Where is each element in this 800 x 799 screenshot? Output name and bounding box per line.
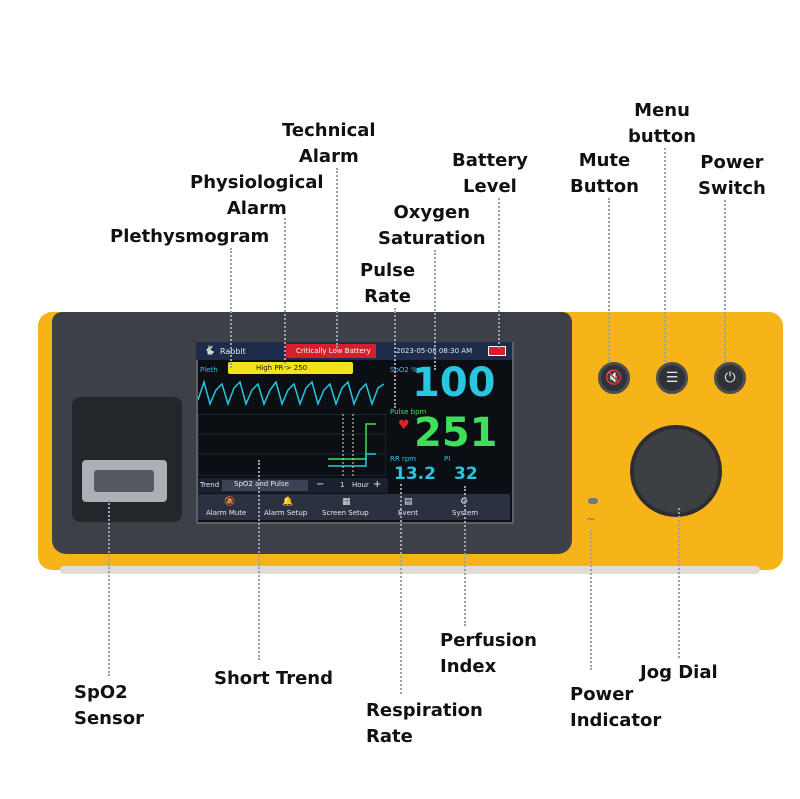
label-power-switch-line1: Power — [700, 152, 764, 173]
label-plethysmogram: Plethysmogram — [110, 226, 270, 247]
soft-button-alarm-mute[interactable]: Alarm Mute — [206, 509, 247, 517]
label-spo2-sensor-line1: SpO2 — [74, 682, 128, 703]
technical-alarm-banner — [286, 344, 376, 358]
plethysmogram-waveform — [198, 379, 384, 407]
label-mute-button: Mute Button — [570, 148, 639, 200]
label-jog-dial: Jog Dial — [640, 662, 718, 683]
physiological-alarm-text: High PR > 250 — [256, 364, 308, 372]
label-technical-alarm-line2: Alarm — [298, 146, 359, 167]
leader-pulse-rate — [394, 308, 396, 408]
label-respiration-rate: Respiration Rate — [366, 698, 483, 750]
label-physiological-alarm-line2: Alarm — [226, 198, 287, 219]
leader-technical-alarm — [336, 168, 338, 348]
label-power-indicator-line2: Indicator — [570, 710, 662, 731]
battery-icon — [488, 346, 506, 356]
menu-icon: ☰ — [665, 370, 679, 386]
power-switch[interactable]: ⏻ — [714, 362, 746, 394]
trend-increase-button[interactable]: + — [373, 479, 382, 490]
label-power-switch-line2: Switch — [698, 178, 766, 199]
power-icon: ⏻ — [724, 370, 736, 386]
label-perfusion-index: Perfusion Index — [440, 628, 537, 680]
patient-type: Rabbit — [220, 347, 246, 356]
soft-button-alarm-setup[interactable]: Alarm Setup — [264, 509, 308, 517]
label-perfusion-index-line1: Perfusion — [440, 630, 537, 651]
label-pulse-rate: Pulse Rate — [360, 258, 415, 310]
label-physiological-alarm: Physiological Alarm — [190, 170, 324, 222]
label-physiological-alarm-line1: Physiological — [190, 172, 324, 193]
soft-button-screen-setup[interactable]: Screen Setup — [322, 509, 369, 517]
label-technical-alarm: Technical Alarm — [282, 118, 376, 170]
label-respiration-rate-line1: Respiration — [366, 700, 483, 721]
label-power-indicator-line1: Power — [570, 684, 634, 705]
rr-label: RR rpm — [390, 455, 417, 463]
label-power-switch: Power Switch — [698, 150, 766, 202]
label-battery-level-line2: Level — [463, 176, 517, 197]
menu-button[interactable]: ☰ — [656, 362, 688, 394]
trend-hours: 1 — [340, 481, 345, 489]
label-perfusion-index-line2: Index — [440, 656, 497, 677]
label-oxygen-saturation-line1: Oxygen — [393, 202, 471, 223]
label-pulse-rate-line1: Pulse — [360, 260, 416, 281]
trend-label: Trend — [200, 481, 220, 489]
ac-power-icon: ~ — [586, 512, 597, 526]
patient-icon: 🐇 — [204, 346, 216, 356]
label-spo2-sensor: SpO2 Sensor — [74, 680, 144, 732]
leader-battery-level — [498, 198, 500, 348]
mute-icon: 🔇 — [605, 370, 623, 386]
rr-value: 13.2 — [394, 464, 436, 484]
soft-button-bar — [198, 494, 510, 520]
label-spo2-sensor-line2: Sensor — [74, 708, 144, 729]
power-indicator-led — [588, 498, 598, 504]
label-technical-alarm-line1: Technical — [282, 120, 376, 141]
label-oxygen-saturation-line2: Saturation — [378, 228, 486, 249]
event-icon: ▤ — [404, 497, 413, 507]
pulse-value: 251 — [414, 410, 498, 456]
leader-jog-dial — [678, 508, 680, 658]
trend-select[interactable]: SpO2 and Pulse — [222, 480, 308, 491]
label-menu-button: Menu button — [628, 98, 696, 150]
leader-perfusion-index — [464, 486, 466, 626]
soft-button-event[interactable]: Event — [398, 509, 419, 517]
mute-button[interactable]: 🔇 — [598, 362, 630, 394]
leader-spo2-sensor — [108, 500, 110, 676]
leader-plethysmogram — [230, 248, 232, 368]
bell-icon: 🔔 — [282, 497, 294, 507]
spo2-label: SpO2 % — [390, 366, 418, 374]
label-short-trend: Short Trend — [214, 668, 333, 689]
pulse-label: Pulse bpm — [390, 408, 427, 416]
leader-mute-button — [608, 198, 610, 362]
label-battery-level: Battery Level — [452, 148, 528, 200]
spo2-sensor-connector — [94, 470, 154, 492]
pi-label: PI — [444, 455, 451, 463]
screen-grid-icon: ▦ — [342, 497, 351, 507]
label-mute-button-line1: Mute — [578, 150, 631, 171]
pleth-label: Pleth — [200, 366, 218, 374]
leader-menu-button — [664, 148, 666, 362]
trend-decrease-button[interactable]: − — [316, 479, 325, 490]
label-menu-button-line2: button — [628, 126, 697, 147]
label-respiration-rate-line2: Rate — [366, 726, 413, 747]
short-trend-chart — [198, 414, 386, 476]
label-oxygen-saturation: Oxygen Saturation — [378, 200, 486, 252]
heart-icon: ♥ — [398, 418, 410, 433]
leader-oxygen-saturation — [434, 250, 436, 370]
leader-physiological-alarm — [284, 218, 286, 368]
pi-value: 32 — [454, 464, 478, 484]
leader-short-trend — [258, 460, 260, 660]
label-power-indicator: Power Indicator — [570, 682, 661, 734]
physiological-alarm-banner — [228, 362, 353, 374]
device-base-shadow — [60, 566, 760, 574]
label-mute-button-line2: Button — [570, 176, 639, 197]
jog-dial[interactable] — [630, 425, 722, 517]
leader-power-switch — [724, 200, 726, 362]
trend-unit: Hour — [352, 481, 369, 489]
leader-power-indicator — [590, 530, 592, 670]
label-menu-button-line1: Menu — [634, 100, 690, 121]
bell-mute-icon: 🔕 — [224, 497, 236, 507]
spo2-value: 100 — [412, 360, 496, 406]
leader-respiration-rate — [400, 484, 402, 694]
label-battery-level-line1: Battery — [452, 150, 528, 171]
technical-alarm-text: Critically Low Battery — [296, 347, 371, 355]
label-pulse-rate-line2: Rate — [364, 286, 411, 307]
